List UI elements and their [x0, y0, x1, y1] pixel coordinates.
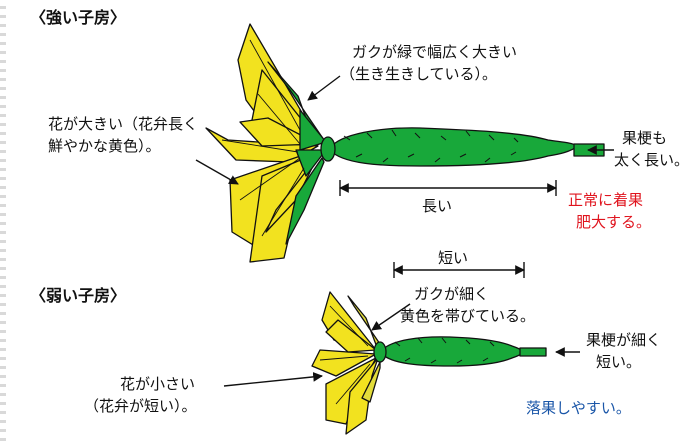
- strong-flower-label-line2: 鮮やかな黄色）。: [48, 136, 161, 156]
- strong-result-line1: 正常に着果: [568, 190, 643, 210]
- weak-flower-label-line1: 花が小さい: [120, 374, 195, 394]
- strong-calyx-label-line1: ガクが緑で幅広く大きい: [352, 42, 517, 62]
- weak-calyx-label-line2: 黄色を帯びている。: [400, 306, 535, 326]
- weak-fruit-stem: [520, 348, 546, 356]
- strong-receptacle: [321, 137, 335, 161]
- strong-length-label: 長い: [422, 196, 452, 216]
- strong-stem-label-line2: 太く長い。: [614, 150, 689, 170]
- weak-ovary-header: 〈弱い子房〉: [30, 286, 126, 306]
- strong-result-line2: 肥大する。: [576, 212, 651, 232]
- weak-stem-label-line1: 果梗が細く: [586, 330, 661, 350]
- strong-calyx-arrow: [308, 76, 340, 100]
- strong-flower-label-line1: 花が大きい（花弁長く: [48, 114, 198, 134]
- weak-flower-label-line2: （花弁が短い）。: [84, 396, 197, 416]
- strong-stem-label-line1: 果梗も: [622, 128, 667, 148]
- weak-fruit-body: [382, 337, 524, 366]
- weak-result-label: 落果しやすい。: [526, 398, 631, 418]
- weak-length-label: 短い: [438, 248, 468, 268]
- weak-calyx-label-line1: ガクが細く: [414, 284, 489, 304]
- weak-petals: [312, 292, 378, 434]
- strong-flower-arrow: [196, 160, 238, 184]
- weak-flower-arrow: [224, 376, 322, 386]
- weak-receptacle: [374, 342, 386, 362]
- weak-stem-label-line2: 短い。: [596, 352, 641, 372]
- strong-ovary-header: 〈強い子房〉: [30, 8, 126, 28]
- strong-calyx-label-line2: （生き生きしている）。: [340, 64, 497, 84]
